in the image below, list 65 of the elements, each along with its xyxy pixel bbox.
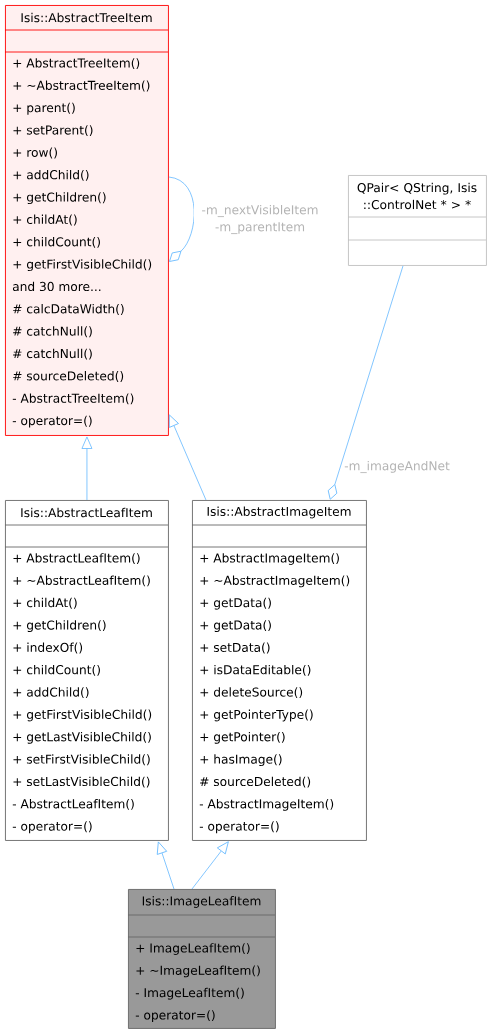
member-line: + childAt() — [13, 214, 77, 226]
member-line: - operator=() — [12, 415, 92, 428]
member-line: - AbstractTreeItem() — [12, 393, 134, 405]
inheritance-arrow — [81, 436, 93, 501]
member-line: # sourceDeleted() — [200, 776, 311, 788]
member-line: # catchNull() — [13, 326, 92, 338]
class-name: Isis::AbstractImageItem — [207, 506, 351, 519]
member-line: + ~ImageLeafItem() — [136, 965, 260, 978]
class-box — [4, 500, 169, 841]
member-line: + setLastVisibleChild() — [13, 776, 150, 788]
inheritance-arrow — [168, 414, 207, 501]
member-line: + ImageLeafItem() — [136, 943, 250, 955]
member-line: - operator=() — [199, 821, 279, 834]
member-line: + isDataEditable() — [200, 664, 311, 676]
member-line: + getChildren() — [13, 192, 106, 205]
class-name: Isis::ImageLeafItem — [142, 896, 261, 908]
class-box — [191, 500, 367, 841]
member-line: + getPointerType() — [200, 709, 313, 722]
aggregation-line — [327, 265, 404, 500]
member-line: + parent() — [13, 102, 75, 115]
member-line: + deleteSource() — [200, 687, 303, 699]
member-line: + row() — [13, 147, 57, 159]
member-line: + getFirstVisibleChild() — [13, 259, 152, 272]
class-box — [127, 889, 276, 1029]
member-line: + getFirstVisibleChild() — [13, 709, 152, 722]
member-line: + addChild() — [13, 169, 89, 181]
class-name: QPair< QString, Isis ::ControlNet * > * — [357, 182, 477, 210]
member-line: # sourceDeleted() — [13, 371, 124, 382]
member-line: - AbstractLeafItem() — [12, 799, 134, 810]
member-line: + getChildren() — [13, 620, 106, 632]
member-line: + getData() — [200, 597, 271, 610]
class-name: Isis::AbstractLeafItem — [21, 507, 152, 518]
member-line: + addChild() — [13, 687, 89, 699]
member-line: and 30 more... — [12, 281, 101, 292]
member-line: + childAt() — [13, 597, 77, 609]
class-box — [4, 5, 169, 436]
member-line: + childCount() — [13, 664, 100, 676]
member-line: # calcDataWidth() — [13, 304, 124, 315]
member-line: # catchNull() — [13, 348, 92, 360]
member-line: + hasImage() — [200, 754, 282, 767]
member-line: + AbstractImageItem() — [200, 553, 339, 565]
member-line: + setFirstVisibleChild() — [13, 754, 150, 766]
member-line: + ~AbstractImageItem() — [200, 575, 350, 588]
member-line: - ImageLeafItem() — [135, 987, 244, 1000]
member-line: + setParent() — [13, 125, 93, 137]
member-line: + getData() — [200, 620, 271, 632]
aggregation-line — [168, 176, 195, 262]
member-line: + indexOf() — [13, 642, 83, 654]
class-box — [347, 175, 487, 266]
member-line: + AbstractLeafItem() — [13, 553, 140, 564]
member-line: - AbstractImageItem() — [199, 799, 334, 811]
member-line: + ~AbstractLeafItem() — [13, 575, 150, 587]
member-line: + getPointer() — [200, 731, 285, 744]
inheritance-arrow — [156, 841, 175, 890]
member-line: + childCount() — [13, 236, 100, 248]
member-line: - operator=() — [135, 1010, 215, 1022]
edge-label: -m_imageAndNet — [343, 459, 451, 475]
inheritance-arrow — [191, 841, 229, 890]
member-line: + ~AbstractTreeItem() — [13, 80, 150, 92]
member-line: + setData() — [200, 642, 270, 654]
member-line: + getLastVisibleChild() — [13, 731, 151, 744]
edge-label: -m_nextVisibleItem -m_parentItem — [194, 203, 326, 236]
member-line: + AbstractTreeItem() — [13, 58, 140, 70]
member-line: - operator=() — [12, 821, 92, 834]
class-name: Isis::AbstractTreeItem — [21, 12, 152, 23]
